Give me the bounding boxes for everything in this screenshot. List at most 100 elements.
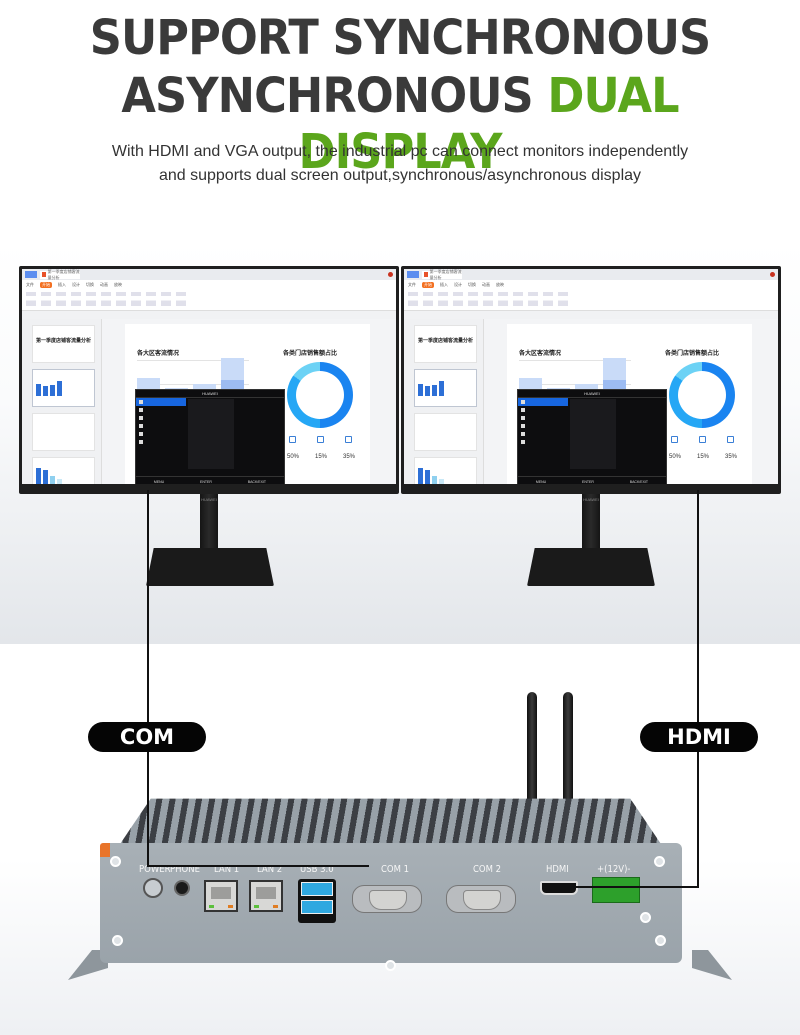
osd-item[interactable] [136,430,284,438]
menu-animation[interactable]: 动画 [482,281,490,287]
osd-item[interactable] [518,406,666,414]
bar-chart-title: 各大区客流情况 [137,351,180,357]
mini-bar-chart [418,466,473,484]
monitor-brand: HUAWEI [201,497,217,502]
osd-item[interactable] [518,414,666,422]
home-tab[interactable] [407,271,419,278]
menu-insert[interactable]: 插入 [440,281,448,287]
menu-design[interactable]: 设计 [72,281,80,287]
power-button[interactable] [143,878,163,898]
paste-icon[interactable] [408,292,418,306]
lan1-port[interactable] [204,880,238,912]
osd-item[interactable] [136,414,284,422]
screw-icon [654,856,665,867]
slide-thumbnail-4[interactable] [32,457,95,484]
paste-icon[interactable] [26,292,36,306]
headline-accent-part: DUAL DISPLAY [298,68,679,180]
donut-chart-title: 各类门店销售额占比 [665,351,720,357]
slide-thumbnail-1[interactable]: 第一季度店铺客流量分析 [32,325,95,363]
menu-transition[interactable]: 切换 [86,281,94,287]
slide-thumbnail-3[interactable] [414,413,477,451]
format-icon[interactable] [438,292,448,306]
osd-item[interactable] [136,398,186,406]
avatar-icon[interactable] [388,272,393,277]
screw-icon [655,935,666,946]
font-icon[interactable] [483,292,493,306]
menu-slideshow[interactable]: 放映 [496,281,504,287]
textbox-icon[interactable] [146,292,156,306]
audio-jack[interactable] [174,880,190,896]
label-hdmi: HDMI [546,864,569,875]
shape-icon[interactable] [543,292,553,306]
wifi-antenna-right [563,692,573,817]
document-tab[interactable]: 第一季度店铺客流量分析 [422,269,462,280]
menu-design[interactable]: 设计 [454,281,462,287]
find-icon[interactable] [558,292,568,306]
osd-icon [521,408,525,412]
screw-icon [112,935,123,946]
osd-icon [139,416,143,420]
dc-power-terminal[interactable] [592,877,640,903]
hdmi-port[interactable] [540,881,578,895]
menu-insert[interactable]: 插入 [58,281,66,287]
thumbnail-title: 第一季度店铺客流量分析 [36,338,92,344]
screw-icon [110,856,121,867]
monitor-right: 第一季度店铺客流量分析 文件 开始 插入 设计 切换 动画 放映 第一季度店铺客… [401,266,781,502]
osd-item[interactable] [136,422,284,430]
avatar-icon[interactable] [770,272,775,277]
shape-icon[interactable] [161,292,171,306]
menu-file[interactable]: 文件 [26,281,34,287]
osd-item[interactable] [136,406,284,414]
slide-thumbnail-2[interactable] [414,369,477,407]
cut-icon[interactable] [423,292,433,306]
new-slide-icon[interactable] [71,292,81,306]
align-icon[interactable] [131,292,141,306]
headline-line-2: ASYNCHRONOUS DUAL DISPLAY [28,68,772,180]
usb-port[interactable] [301,900,333,914]
osd-back-hint: BACK/EXIT [629,479,649,484]
com-connector-line-vertical [147,490,149,867]
slide-thumbnail-2[interactable] [32,369,95,407]
slide-thumbnail-1[interactable]: 第一季度店铺客流量分析 [414,325,477,363]
document-tab[interactable]: 第一季度店铺客流量分析 [40,269,80,280]
app-titlebar: 第一季度店铺客流量分析 [22,269,396,280]
com1-port[interactable] [352,885,422,913]
layout-icon[interactable] [86,292,96,306]
osd-item[interactable] [136,438,284,446]
new-slide-icon[interactable] [453,292,463,306]
store-icon [317,436,324,443]
osd-item[interactable] [518,422,666,430]
format-icon[interactable] [56,292,66,306]
menu-file[interactable]: 文件 [408,281,416,287]
slide-thumbnail-3[interactable] [32,413,95,451]
cut-icon[interactable] [41,292,51,306]
monitor-brand: HUAWEI [583,497,599,502]
osd-item[interactable] [518,438,666,446]
menu-animation[interactable]: 动画 [100,281,108,287]
osd-item[interactable] [518,430,666,438]
textbox-icon[interactable] [528,292,538,306]
bold-icon[interactable] [498,292,508,306]
layout-icon[interactable] [468,292,478,306]
usb-port[interactable] [301,882,333,896]
home-tab[interactable] [25,271,37,278]
menu-slideshow[interactable]: 放映 [114,281,122,287]
subtitle-line-2: and supports dual screen output,synchron… [158,167,642,184]
menu-transition[interactable]: 切换 [468,281,476,287]
find-icon[interactable] [176,292,186,306]
slide-thumbnail-4[interactable] [414,457,477,484]
com2-port[interactable] [446,885,516,913]
wifi-antenna-left [527,692,537,817]
osd-item[interactable] [518,398,568,406]
usb3-ports[interactable] [298,879,336,923]
font-icon[interactable] [101,292,111,306]
menu-start[interactable]: 开始 [40,281,52,288]
menu-start[interactable]: 开始 [422,281,434,288]
bold-icon[interactable] [116,292,126,306]
label-com2: COM 2 [473,864,502,875]
align-icon[interactable] [513,292,523,306]
lan2-port[interactable] [249,880,283,912]
